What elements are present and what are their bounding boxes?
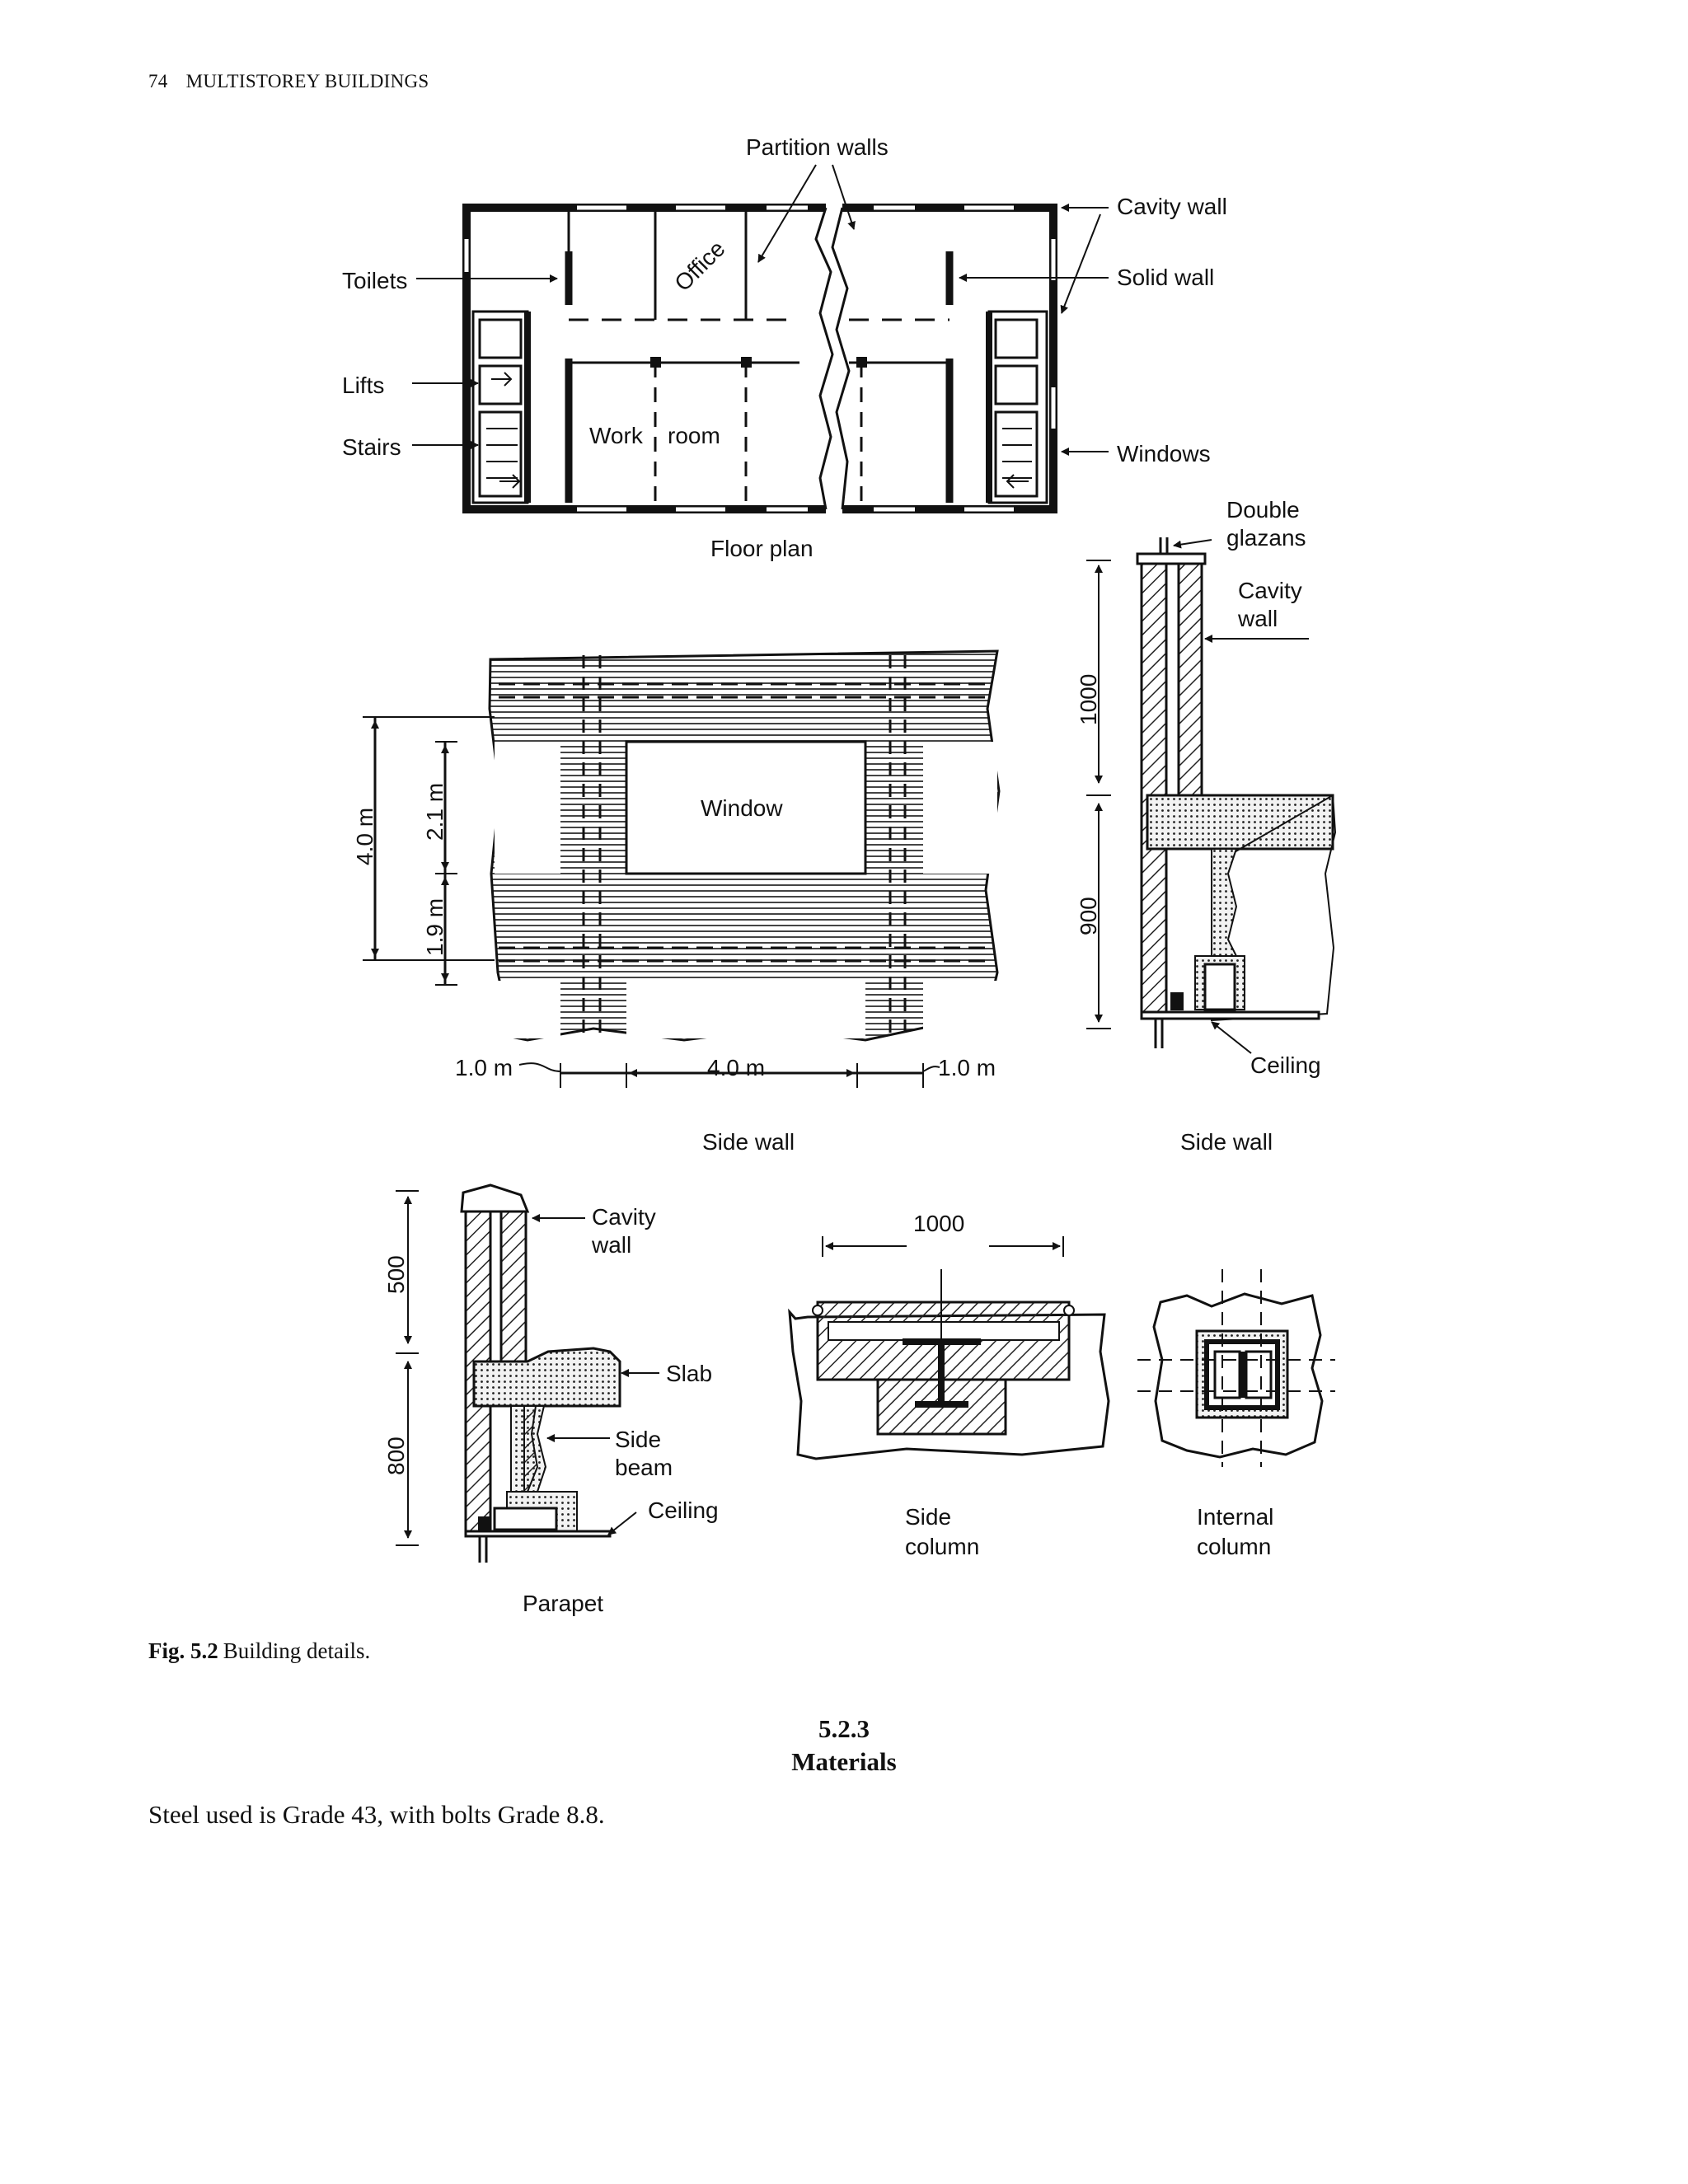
- label-parapet-ceiling: Ceiling: [648, 1497, 719, 1523]
- label-beam: beam: [615, 1455, 673, 1480]
- label-side: Side: [615, 1427, 661, 1452]
- side-wall-elevation: Window 4.0 m 2.1 m 1.9 m 1.0 m 4.0 m 1.0…: [352, 649, 1001, 1155]
- label-solid-wall: Solid wall: [1117, 265, 1214, 290]
- building-details-figure: Partition walls Cavity wall Solid wall W…: [342, 134, 1337, 1616]
- dim-lower-height: 1.9 m: [422, 898, 448, 956]
- label-double: Double: [1226, 497, 1300, 523]
- floor-plan-labels: Partition walls Cavity wall Solid wall W…: [342, 134, 1227, 561]
- parapet-dim-lower: 800: [383, 1436, 409, 1475]
- dim-left-width: 1.0 m: [455, 1055, 513, 1080]
- label-cavity-wall: Cavity wall: [1117, 194, 1227, 219]
- label-toilets: Toilets: [342, 268, 407, 293]
- section-dim-upper: 1000: [1076, 674, 1101, 725]
- label-windows: Windows: [1117, 441, 1211, 466]
- internal-column-title-1: Internal: [1197, 1504, 1273, 1530]
- side-column-dim: 1000: [913, 1211, 964, 1236]
- floor-plan: [412, 164, 1109, 513]
- section-title: Materials: [791, 1747, 897, 1776]
- figure-label: Fig. 5.2: [148, 1638, 218, 1663]
- label-section-cavity: Cavity: [1238, 578, 1302, 603]
- side-column-title-2: column: [905, 1534, 979, 1559]
- label-room: room: [668, 423, 720, 448]
- internal-column-title-2: column: [1197, 1534, 1271, 1559]
- label-slab: Slab: [666, 1361, 712, 1386]
- label-window: Window: [701, 795, 783, 821]
- dim-right-width: 1.0 m: [938, 1055, 996, 1080]
- running-head: 74 MULTISTOREY BUILDINGS: [148, 71, 429, 92]
- floor-plan-outer-wall-left: [462, 204, 826, 513]
- window-opening: [625, 740, 867, 875]
- label-parapet-wall: wall: [591, 1232, 631, 1258]
- label-work: Work: [589, 423, 644, 448]
- side-wall-elevation-title: Side wall: [702, 1129, 795, 1155]
- dim-total-height: 4.0 m: [352, 808, 377, 865]
- label-parapet-cavity: Cavity: [592, 1204, 656, 1230]
- label-section-ceiling: Ceiling: [1250, 1052, 1321, 1078]
- label-stairs: Stairs: [342, 434, 401, 460]
- internal-column-detail: Internal column: [1137, 1269, 1335, 1559]
- side-column-title-1: Side: [905, 1504, 951, 1530]
- label-section-wall: wall: [1237, 606, 1278, 631]
- side-wall-section-title: Side wall: [1180, 1129, 1273, 1155]
- label-glazans: glazans: [1226, 525, 1306, 551]
- label-partition-walls: Partition walls: [746, 134, 889, 160]
- label-lifts: Lifts: [342, 373, 384, 398]
- parapet-detail: 500 800 Cavity wall Slab Side beam Ceili…: [383, 1183, 719, 1616]
- side-column-detail: 1000 Side column: [788, 1211, 1110, 1559]
- floor-plan-title: Floor plan: [710, 536, 814, 561]
- parapet-dim-upper: 500: [383, 1255, 409, 1294]
- section-number: 5.2.3: [818, 1714, 870, 1743]
- page-number: 74: [148, 71, 168, 91]
- dim-upper-height: 2.1 m: [422, 783, 448, 841]
- section-dim-lower: 900: [1076, 897, 1101, 935]
- parapet-title: Parapet: [523, 1591, 603, 1616]
- label-office: Office: [669, 236, 729, 296]
- floor-plan-outer-wall-right: [842, 204, 1057, 513]
- stairs-icon: [478, 410, 523, 498]
- figure-caption-text: Building details.: [223, 1638, 371, 1663]
- lift-car-icon: [478, 318, 523, 359]
- running-title: MULTISTOREY BUILDINGS: [185, 71, 429, 91]
- side-wall-section: 1000 900 Double glazans Cavity wall Ceil…: [1076, 497, 1337, 1155]
- dim-mid-width: 4.0 m: [707, 1055, 765, 1080]
- body-paragraph: Steel used is Grade 43, with bolts Grade…: [148, 1800, 605, 1829]
